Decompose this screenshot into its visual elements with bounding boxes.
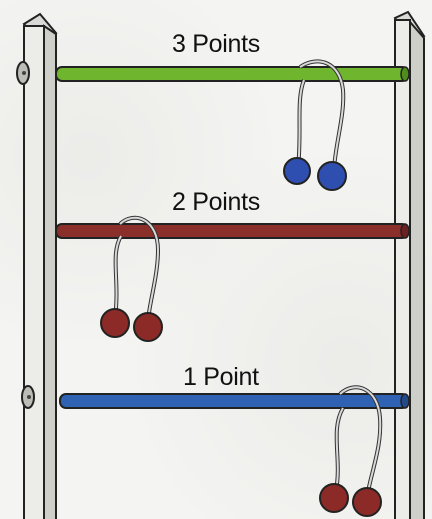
rung-label-3-points: 3 Points: [172, 30, 260, 58]
rung-3-points: [55, 66, 410, 82]
rung-1-point: [59, 393, 410, 409]
left-post: [22, 12, 58, 519]
hinge-lower: [21, 385, 35, 409]
rung-2-points: [55, 223, 410, 239]
hinge-upper: [16, 61, 30, 85]
bola-bottom: [319, 385, 383, 517]
bola-middle: [100, 215, 163, 342]
right-post: [393, 10, 426, 519]
rung-label-2-points: 2 Points: [172, 188, 260, 216]
bola-top: [283, 59, 347, 191]
rung-label-1-point: 1 Point: [183, 363, 259, 391]
